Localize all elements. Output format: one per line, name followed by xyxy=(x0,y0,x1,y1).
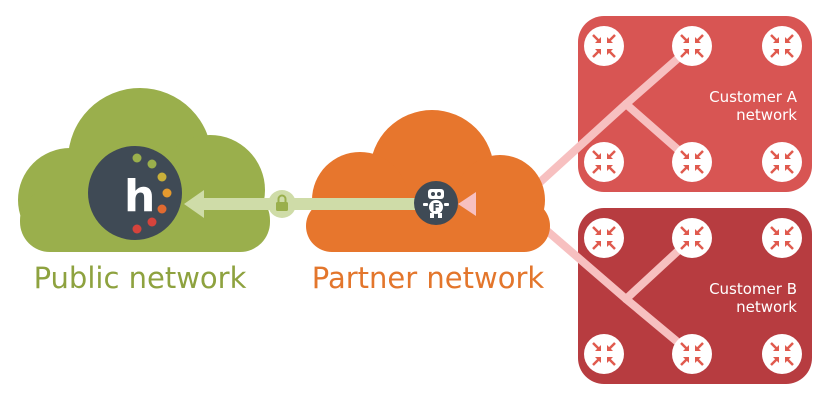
router-icon xyxy=(770,226,794,250)
router-icon xyxy=(680,342,704,366)
robot-firewall-icon xyxy=(423,189,449,218)
spinner-dots xyxy=(132,153,172,234)
partner-network-cloud xyxy=(306,110,550,252)
public-network-label: Public network xyxy=(34,261,247,295)
hosting-logo: h xyxy=(88,146,182,240)
router-icon xyxy=(770,342,794,366)
router-icon xyxy=(592,150,616,174)
router-icon xyxy=(770,34,794,58)
customer-a-label-line2: network xyxy=(736,106,797,124)
hosting-logo-icon: h xyxy=(124,171,155,222)
router-nodes xyxy=(584,26,802,374)
customer-b-label-line2: network xyxy=(736,298,797,316)
customer-a-label-line1: Customer A xyxy=(709,88,798,106)
robot-firewall: F xyxy=(414,181,458,225)
router-node xyxy=(762,218,802,258)
router-icon xyxy=(592,34,616,58)
partner-network-label: Partner network xyxy=(312,261,545,295)
router-node xyxy=(672,26,712,66)
arrow-left-icon-partner xyxy=(458,192,476,216)
router-node xyxy=(762,26,802,66)
router-icon xyxy=(592,226,616,250)
router-node xyxy=(584,218,624,258)
router-node xyxy=(672,334,712,374)
public-partner-link xyxy=(184,190,415,218)
router-icon xyxy=(770,150,794,174)
router-icon xyxy=(592,342,616,366)
router-node xyxy=(584,142,624,182)
router-icon xyxy=(680,34,704,58)
customer-b-label-line1: Customer B xyxy=(709,280,797,298)
router-node xyxy=(672,218,712,258)
router-node xyxy=(584,26,624,66)
router-icon xyxy=(680,150,704,174)
router-node xyxy=(672,142,712,182)
router-node xyxy=(584,334,624,374)
customer-b-network-box xyxy=(578,208,812,384)
router-icon xyxy=(680,226,704,250)
lock-icon xyxy=(276,194,288,211)
router-node xyxy=(762,142,802,182)
router-node xyxy=(762,334,802,374)
robot-firewall-letter: F xyxy=(433,201,441,214)
customer-a-network-box xyxy=(578,16,812,192)
arrow-left-icon xyxy=(184,190,204,218)
